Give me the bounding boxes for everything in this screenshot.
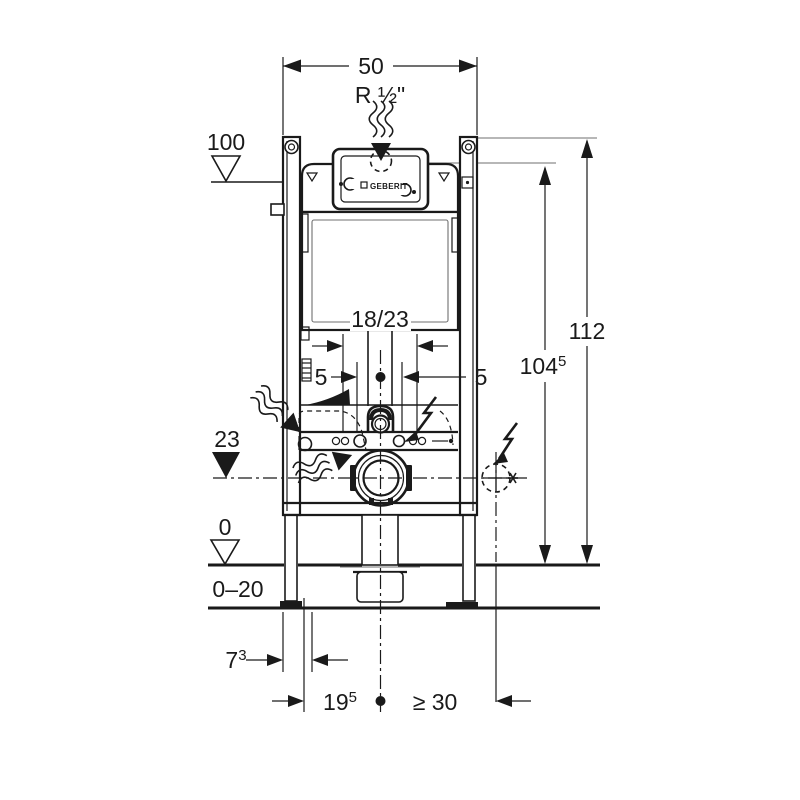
level-23: 23 — [212, 426, 240, 478]
dim-height-112: 112 — [569, 139, 606, 564]
drain-pipe — [340, 514, 420, 603]
dim-offset-5-left: 5 — [315, 362, 358, 431]
centerlines — [213, 350, 531, 712]
level-0-label: 0 — [219, 514, 232, 540]
dim-fixing-18-23: 18/23 — [312, 306, 448, 431]
level-23-label: 23 — [214, 426, 240, 452]
level-100-label: 100 — [207, 129, 245, 155]
frame-right-foot — [446, 514, 478, 608]
level-triangle-filled-icon — [212, 452, 240, 478]
brand-logo-square — [360, 181, 368, 189]
threaded-rod — [301, 358, 312, 382]
frame-left-foot — [280, 514, 302, 607]
level-triangle-open-icon — [209, 539, 241, 566]
dim-height-112-label: 112 — [569, 318, 606, 344]
level-0: 0 0–20 — [209, 514, 264, 602]
level-100: 100 — [207, 129, 282, 183]
dim-offset-5-left-label: 5 — [315, 364, 328, 390]
water-supply-arrow-icon — [368, 100, 394, 161]
lightning-bolt-icon-right — [493, 422, 519, 464]
dim-dist-19-5: 195 — [272, 689, 386, 715]
pan-dashed-outline — [298, 389, 454, 451]
water-level-mark-left — [305, 172, 319, 183]
centerline-dot — [375, 696, 386, 706]
asterisk-icon — [508, 472, 518, 484]
frame-left-rail — [270, 135, 302, 517]
centerline-dot — [375, 372, 386, 382]
odour-arrow-icon-left — [250, 384, 301, 433]
seal-wedge — [305, 389, 350, 405]
dim-height-104-5: 1045 — [520, 166, 567, 564]
dim-width-50: 50 — [282, 53, 478, 135]
frame-right-rail — [458, 135, 479, 517]
odour-arrow-icon-inner — [292, 451, 353, 484]
dim-fixing-18-23-label: 18/23 — [351, 306, 409, 332]
dim-offset-5-right-label: 5 — [475, 364, 488, 390]
flush-pipe — [367, 330, 393, 406]
supply-thread-label: R ½" — [355, 82, 405, 108]
dim-depth-7-3: 73 — [225, 612, 348, 673]
floor-range-label: 0–20 — [212, 576, 263, 602]
electrical-connection-circle — [481, 463, 518, 493]
dim-depth-7-3-label: 73 — [225, 647, 246, 673]
wall-bracket — [270, 203, 285, 216]
brand-logo-text: GEBERIT — [370, 182, 408, 191]
dim-dist-19-5-label: 195 — [323, 689, 357, 715]
level-triangle-open-icon — [210, 155, 242, 183]
lightning-bolt-icon-center — [404, 396, 438, 442]
dim-height-104-5-label: 1045 — [520, 353, 567, 379]
dim-offset-5-right: 5 — [375, 362, 488, 431]
water-level-mark-right — [437, 172, 451, 183]
dim-width-50-label: 50 — [358, 53, 384, 79]
fixing-holes — [297, 434, 454, 452]
dim-dist-min-30: ≥ 30 — [413, 689, 531, 715]
dim-dist-min-30-label: ≥ 30 — [413, 689, 458, 715]
